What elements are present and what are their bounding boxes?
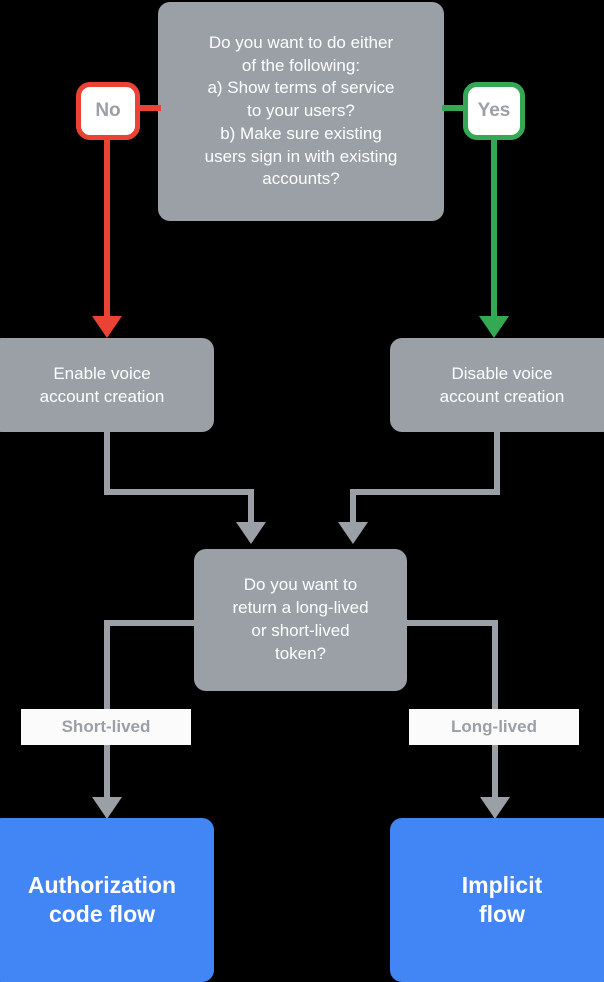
edge-enable-right [104,489,254,495]
implicit-line-1: Implicit [461,872,543,899]
edge-short-horizontal [104,620,202,626]
q1-line-4: to your users? [247,101,355,121]
q1-line-7: accounts? [262,169,340,189]
edge-yes-stub [442,105,464,111]
edge-disable-left [350,489,500,495]
edge-disable-down-1 [494,432,500,490]
edge-label-short-lived-text: Short-lived [61,717,151,736]
q1-line-2: of the following: [241,55,361,75]
node-implicit-flow: Implicit flow [390,818,604,982]
badge-no-label: No [95,100,121,121]
enable-line-2: account creation [39,387,165,406]
badge-yes: Yes [463,82,525,140]
node-implicit-flow-text: Implicit flow [452,871,553,929]
disable-line-2: account creation [439,387,565,406]
node-question-1: Do you want to do either of the followin… [158,2,444,221]
q1-line-3: a) Show terms of service [207,78,395,98]
auth-line-2: code flow [48,901,156,927]
edge-disable-down-2 [350,489,356,524]
edge-label-short-lived: Short-lived [21,709,191,745]
node-question-2: Do you want to return a long-lived or sh… [194,549,407,691]
q1-line-1: Do you want to do either [208,32,394,52]
edge-disable-arrowhead [338,522,368,544]
q2-line-3: or short-lived [251,621,350,640]
edge-no-vertical [104,138,110,331]
auth-line-1: Authorization [27,872,177,899]
node-enable-voice: Enable voice account creation [0,338,214,432]
edge-short-arrowhead [92,797,122,819]
node-question-1-text: Do you want to do either of the followin… [191,32,412,191]
badge-no: No [76,82,140,140]
disable-line-1: Disable voice [451,363,553,383]
node-disable-voice: Disable voice account creation [390,338,604,432]
enable-line-1: Enable voice [53,363,151,383]
edge-no-stub [139,105,161,111]
edge-enable-arrowhead [236,522,266,544]
q2-line-1: Do you want to [243,575,358,595]
edge-label-long-lived-text: Long-lived [451,717,537,736]
node-authorization-code-flow: Authorization code flow [0,818,214,982]
edge-no-arrowhead [92,316,122,338]
badge-yes-label: Yes [477,100,511,121]
node-authorization-code-flow-text: Authorization code flow [18,871,186,929]
edge-label-long-lived: Long-lived [409,709,579,745]
q1-line-6: users sign in with existing [204,146,398,166]
edge-enable-down-2 [248,489,254,524]
edge-enable-down-1 [104,432,110,490]
node-enable-voice-text: Enable voice account creation [28,362,177,409]
node-disable-voice-text: Disable voice account creation [428,362,577,409]
q2-line-4: token? [274,643,327,663]
q2-line-2: return a long-lived [232,598,369,618]
edge-yes-arrowhead [479,316,509,338]
implicit-line-2: flow [478,901,525,927]
edge-long-arrowhead [480,797,510,819]
q1-line-5: b) Make sure existing [220,123,382,143]
node-question-2-text: Do you want to return a long-lived or sh… [218,574,382,665]
edge-yes-vertical [491,138,497,331]
edge-long-horizontal [400,620,498,626]
